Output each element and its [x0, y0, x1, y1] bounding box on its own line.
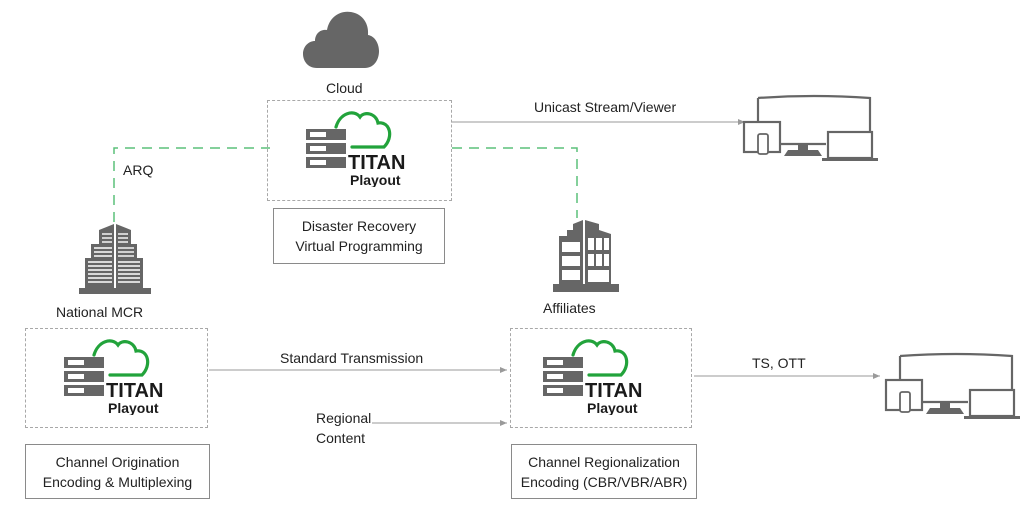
office-tower-icon: [79, 224, 151, 294]
affiliate-sync-line: [452, 147, 578, 218]
cloud-caption-line2: Virtual Programming: [295, 238, 423, 254]
national-mcr-titan-node[interactable]: TITAN Playout: [25, 328, 208, 428]
national-mcr-caption-box: Channel Origination Encoding & Multiplex…: [25, 444, 210, 499]
logo-brand-text: TITAN: [585, 380, 642, 402]
logo-product-text: Playout: [350, 172, 401, 187]
logo-brand-text: TITAN: [106, 380, 163, 402]
national-mcr-caption-line2: Encoding & Multiplexing: [42, 473, 193, 490]
arq-link-line: [113, 147, 270, 222]
unicast-label: Unicast Stream/Viewer: [534, 99, 677, 115]
titan-playout-logo: TITAN Playout: [64, 339, 163, 415]
affiliates-caption-box: Channel Regionalization Encoding (CBR/VB…: [511, 444, 697, 499]
multi-screen-devices-icon: [884, 352, 1020, 419]
cloud-caption-box: Disaster Recovery Virtual Programming: [273, 208, 445, 264]
cloud-titan-node[interactable]: TITAN Playout: [267, 100, 452, 201]
arq-label: ARQ: [123, 162, 154, 178]
national-mcr-label: National MCR: [56, 304, 144, 320]
logo-brand-text: TITAN: [348, 152, 405, 174]
cloud-caption-line1: Disaster Recovery: [301, 218, 417, 234]
titan-playout-logo: TITAN Playout: [543, 339, 642, 415]
affiliates-caption-line2: Encoding (CBR/VBR/ABR): [520, 473, 688, 490]
ts-ott-label: TS, OTT: [752, 355, 806, 371]
affiliates-label: Affiliates: [543, 300, 596, 316]
cloud-icon: [303, 11, 379, 69]
office-building-icon: [553, 220, 619, 292]
titan-playout-logo: TITAN Playout: [306, 111, 405, 187]
cloud-label: Cloud: [326, 80, 363, 96]
standard-transmission-label: Standard Transmission: [280, 350, 424, 366]
affiliates-titan-node[interactable]: TITAN Playout: [510, 328, 692, 428]
regional-content-label-line2: Content: [316, 430, 366, 446]
affiliates-caption-line1: Channel Regionalization: [528, 453, 680, 470]
logo-product-text: Playout: [587, 400, 638, 415]
regional-content-label-line1: Regional: [316, 410, 372, 426]
national-mcr-caption-line1: Channel Origination: [55, 453, 180, 470]
logo-product-text: Playout: [108, 400, 159, 415]
multi-screen-devices-icon: [742, 94, 878, 161]
